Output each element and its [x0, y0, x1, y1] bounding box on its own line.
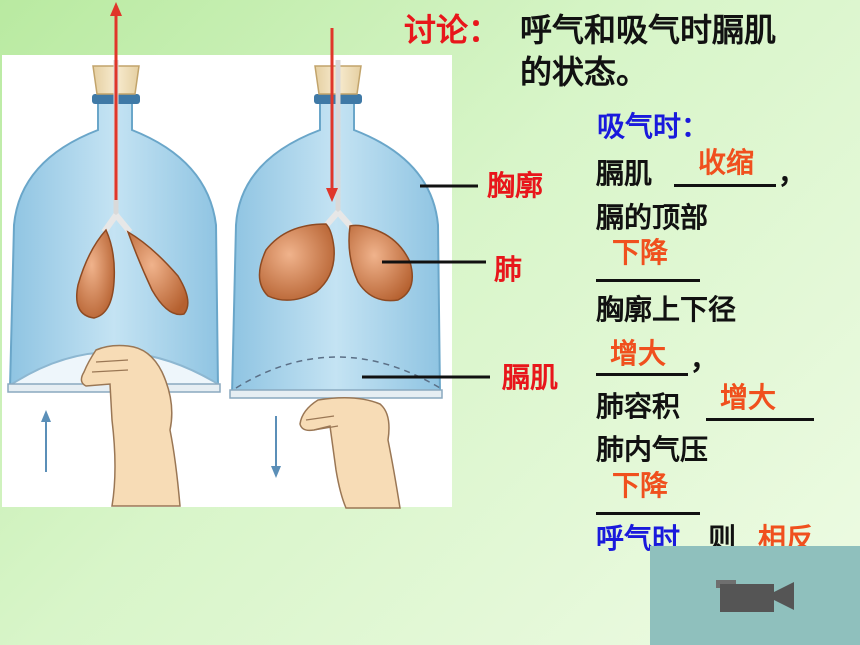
bell-jar-model-illustration — [7, 2, 443, 509]
label-lungs: 肺 — [494, 253, 523, 286]
left-jar — [7, 2, 221, 507]
chest-suffix: ， — [690, 343, 719, 376]
label-leader-lines — [362, 184, 490, 379]
blank-underline — [706, 418, 814, 421]
chest-text: 胸廓上下径 — [596, 293, 737, 326]
right-jar-lung-right — [348, 224, 413, 302]
blank-underline — [674, 184, 776, 187]
right-jar-lung-left — [258, 223, 335, 301]
blank-underline — [596, 512, 700, 515]
inhale-heading: 吸气时： — [597, 110, 710, 143]
left-jar-lung-right — [126, 230, 189, 316]
dome-text: 膈的顶部 — [596, 201, 709, 234]
small-arrow-up-icon — [41, 410, 51, 422]
blank-underline — [596, 373, 688, 376]
blank-underline — [596, 279, 700, 282]
answer-diaphragm-contracts: 收缩 — [698, 146, 755, 179]
left-hand — [80, 344, 181, 507]
left-jar-lung-left — [76, 228, 116, 319]
small-arrow-down-icon — [271, 466, 281, 478]
discussion-label: 讨论： — [404, 11, 501, 49]
discussion-question-line2: 的状态。 — [520, 53, 649, 91]
diaphragm-suffix: ， — [778, 157, 807, 190]
discussion-question-line1: 呼气和吸气时膈肌 — [520, 11, 777, 49]
label-diaphragm: 膈肌 — [502, 361, 559, 394]
arrow-down-icon — [326, 188, 338, 202]
answer-pressure-decreases: 下降 — [612, 469, 669, 502]
answer-chest-increases: 增大 — [610, 337, 667, 370]
pressure-text: 肺内气压 — [596, 433, 709, 466]
arrow-up-icon — [110, 2, 122, 16]
label-rib-cage: 胸廓 — [487, 169, 544, 202]
video-camera-icon[interactable] — [716, 578, 794, 612]
answer-volume-increases: 增大 — [720, 381, 777, 414]
diaphragm-prefix: 膈肌 — [596, 157, 653, 190]
answer-dome-descends: 下降 — [612, 236, 669, 269]
volume-prefix: 肺容积 — [596, 390, 681, 423]
right-jar — [229, 28, 443, 509]
right-hand — [299, 397, 401, 509]
